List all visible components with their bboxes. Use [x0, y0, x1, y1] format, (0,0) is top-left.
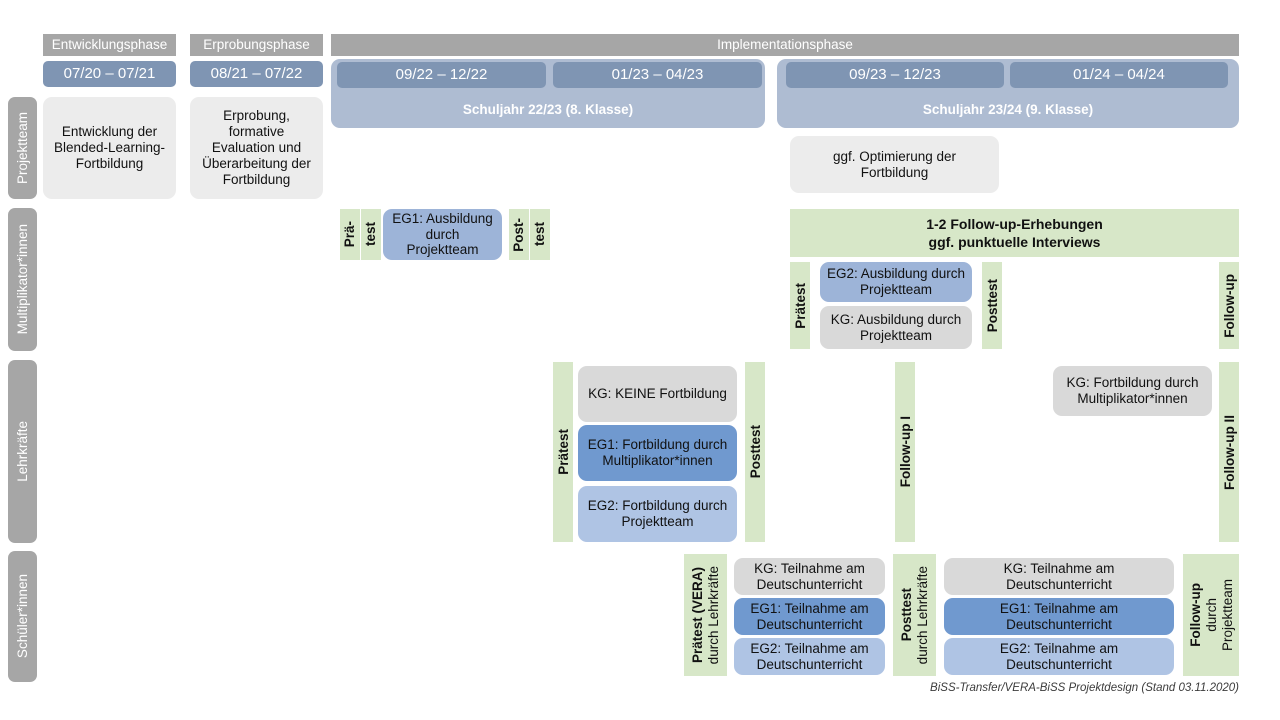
schueler-praetest-sub: durch Lehrkräfte — [706, 565, 721, 665]
period-label: 09/22 – 12/22 — [395, 66, 488, 84]
lehrkraefte-followup-1-bar: Follow-up I — [895, 362, 915, 542]
followup-banner-line1: 1-2 Follow-up-Erhebungen — [926, 215, 1103, 232]
schueler-praetest-bold: Prätest (VERA) — [690, 566, 705, 664]
lehrkraefte-praetest-bar: Prätest — [553, 362, 573, 542]
lehrkraefte-kg-fortbildung-multiplikatoren-box: KG: Fortbildung durch Multiplikator*inne… — [1053, 366, 1212, 416]
schueler-eg2-right-box: EG2: Teilnahme am Deutschunterricht — [944, 638, 1174, 675]
period-chip-01-23-04-23: 01/23 – 04/23 — [553, 62, 762, 88]
followup-banner-line2: ggf. punktuelle Interviews — [928, 234, 1101, 250]
phase-header-entwicklungsphase: Entwicklungsphase — [43, 34, 176, 56]
period-chip-08-21-07-22: 08/21 – 07/22 — [190, 61, 323, 87]
period-label: 01/24 – 04/24 — [1073, 66, 1165, 84]
row-label-projektteam: Projektteam — [8, 97, 37, 199]
phase-header-label: Entwicklungsphase — [51, 37, 168, 53]
row-label-schuelerinnen: Schüler*innen — [8, 551, 37, 682]
schueler-eg1-left-box: EG1: Teilnahme am Deutschunterricht — [734, 598, 885, 635]
schueler-kg-left-box: KG: Teilnahme am Deutschunterricht — [734, 558, 885, 595]
multiplikatoren-eg2-ausbildung-box: EG2: Ausbildung durch Projektteam — [820, 262, 972, 302]
multiplikatoren-posttest-bar-right: Posttest — [982, 262, 1002, 349]
period-label: 09/23 – 12/23 — [849, 66, 941, 84]
row-label-multiplikatorinnen: Multiplikator*innen — [8, 208, 37, 351]
schueler-posttest-bar: Posttest durch Lehrkräfte — [893, 554, 936, 676]
projektteam-entwicklung-box: Entwicklung der Blended-Learning-Fortbil… — [43, 97, 176, 199]
multiplikatoren-eg1-ausbildung-box: EG1: Ausbildung durch Projektteam — [383, 209, 502, 260]
schoolyear-label-22-23: Schuljahr 22/23 (8. Klasse) — [462, 102, 634, 118]
projektteam-optimierung-box: ggf. Optimierung der Fortbildung — [790, 136, 999, 193]
lehrkraefte-eg1-fortbildung-box: EG1: Fortbildung durch Multiplikator*inn… — [578, 425, 737, 481]
schueler-followup-bar: Follow-up durch Projektteam — [1183, 554, 1239, 676]
multiplikatoren-praetest-bar-left: Prä- — [340, 209, 360, 260]
period-chip-01-24-04-24: 01/24 – 04/24 — [1010, 62, 1228, 88]
period-label: 07/20 – 07/21 — [63, 65, 156, 83]
schueler-posttest-sub: durch Lehrkräfte — [915, 565, 930, 665]
schueler-praetest-vera-bar: Prätest (VERA) durch Lehrkräfte — [684, 554, 727, 676]
phase-header-erprobungsphase: Erprobungsphase — [190, 34, 323, 56]
schueler-eg1-right-box: EG1: Teilnahme am Deutschunterricht — [944, 598, 1174, 635]
multiplikatoren-followup-bar: Follow-up — [1219, 262, 1239, 349]
phase-header-label: Implementationsphase — [717, 37, 853, 53]
period-label: 08/21 – 07/22 — [210, 65, 303, 83]
period-chip-09-23-12-23: 09/23 – 12/23 — [786, 62, 1004, 88]
lehrkraefte-followup-2-bar: Follow-up II — [1219, 362, 1239, 542]
multiplikatoren-followup-banner: 1-2 Follow-up-Erhebungen ggf. punktuelle… — [790, 209, 1239, 257]
period-chip-07-20-07-21: 07/20 – 07/21 — [43, 61, 176, 87]
schueler-eg2-left-box: EG2: Teilnahme am Deutschunterricht — [734, 638, 885, 675]
schueler-followup-sub2: Projektteam — [1219, 578, 1235, 652]
schueler-followup-bold: Follow-up — [1187, 583, 1203, 647]
footer-caption: BiSS-Transfer/VERA-BiSS Projektdesign (S… — [930, 682, 1239, 694]
period-label: 01/23 – 04/23 — [611, 66, 704, 84]
schoolyear-label-23-24: Schuljahr 23/24 (9. Klasse) — [922, 102, 1094, 118]
multiplikatoren-kg-ausbildung-box: KG: Ausbildung durch Projektteam — [820, 306, 972, 349]
period-chip-09-22-12-22: 09/22 – 12/22 — [337, 62, 546, 88]
multiplikatoren-posttest-bar-left: Post- — [509, 209, 529, 260]
phase-header-label: Erprobungsphase — [203, 37, 310, 53]
lehrkraefte-kg-keine-fortbildung-box: KG: KEINE Fortbildung — [578, 366, 737, 422]
multiplikatoren-praetest-bar-right: Prätest — [790, 262, 810, 349]
phase-header-implementationsphase: Implementationsphase — [331, 34, 1239, 56]
schueler-posttest-bold: Posttest — [899, 588, 914, 642]
schueler-followup-sub1: durch — [1203, 598, 1219, 632]
lehrkraefte-eg2-fortbildung-box: EG2: Fortbildung durch Projektteam — [578, 486, 737, 542]
projektteam-erprobung-box: Erprobung, formative Evaluation und Über… — [190, 97, 323, 199]
multiplikatoren-posttest-bar-left-2: test — [530, 209, 550, 260]
schueler-kg-right-box: KG: Teilnahme am Deutschunterricht — [944, 558, 1174, 595]
lehrkraefte-posttest-bar: Posttest — [745, 362, 765, 542]
multiplikatoren-praetest-bar-left-2: test — [361, 209, 381, 260]
row-label-lehrkraefte: Lehrkräfte — [8, 360, 37, 543]
